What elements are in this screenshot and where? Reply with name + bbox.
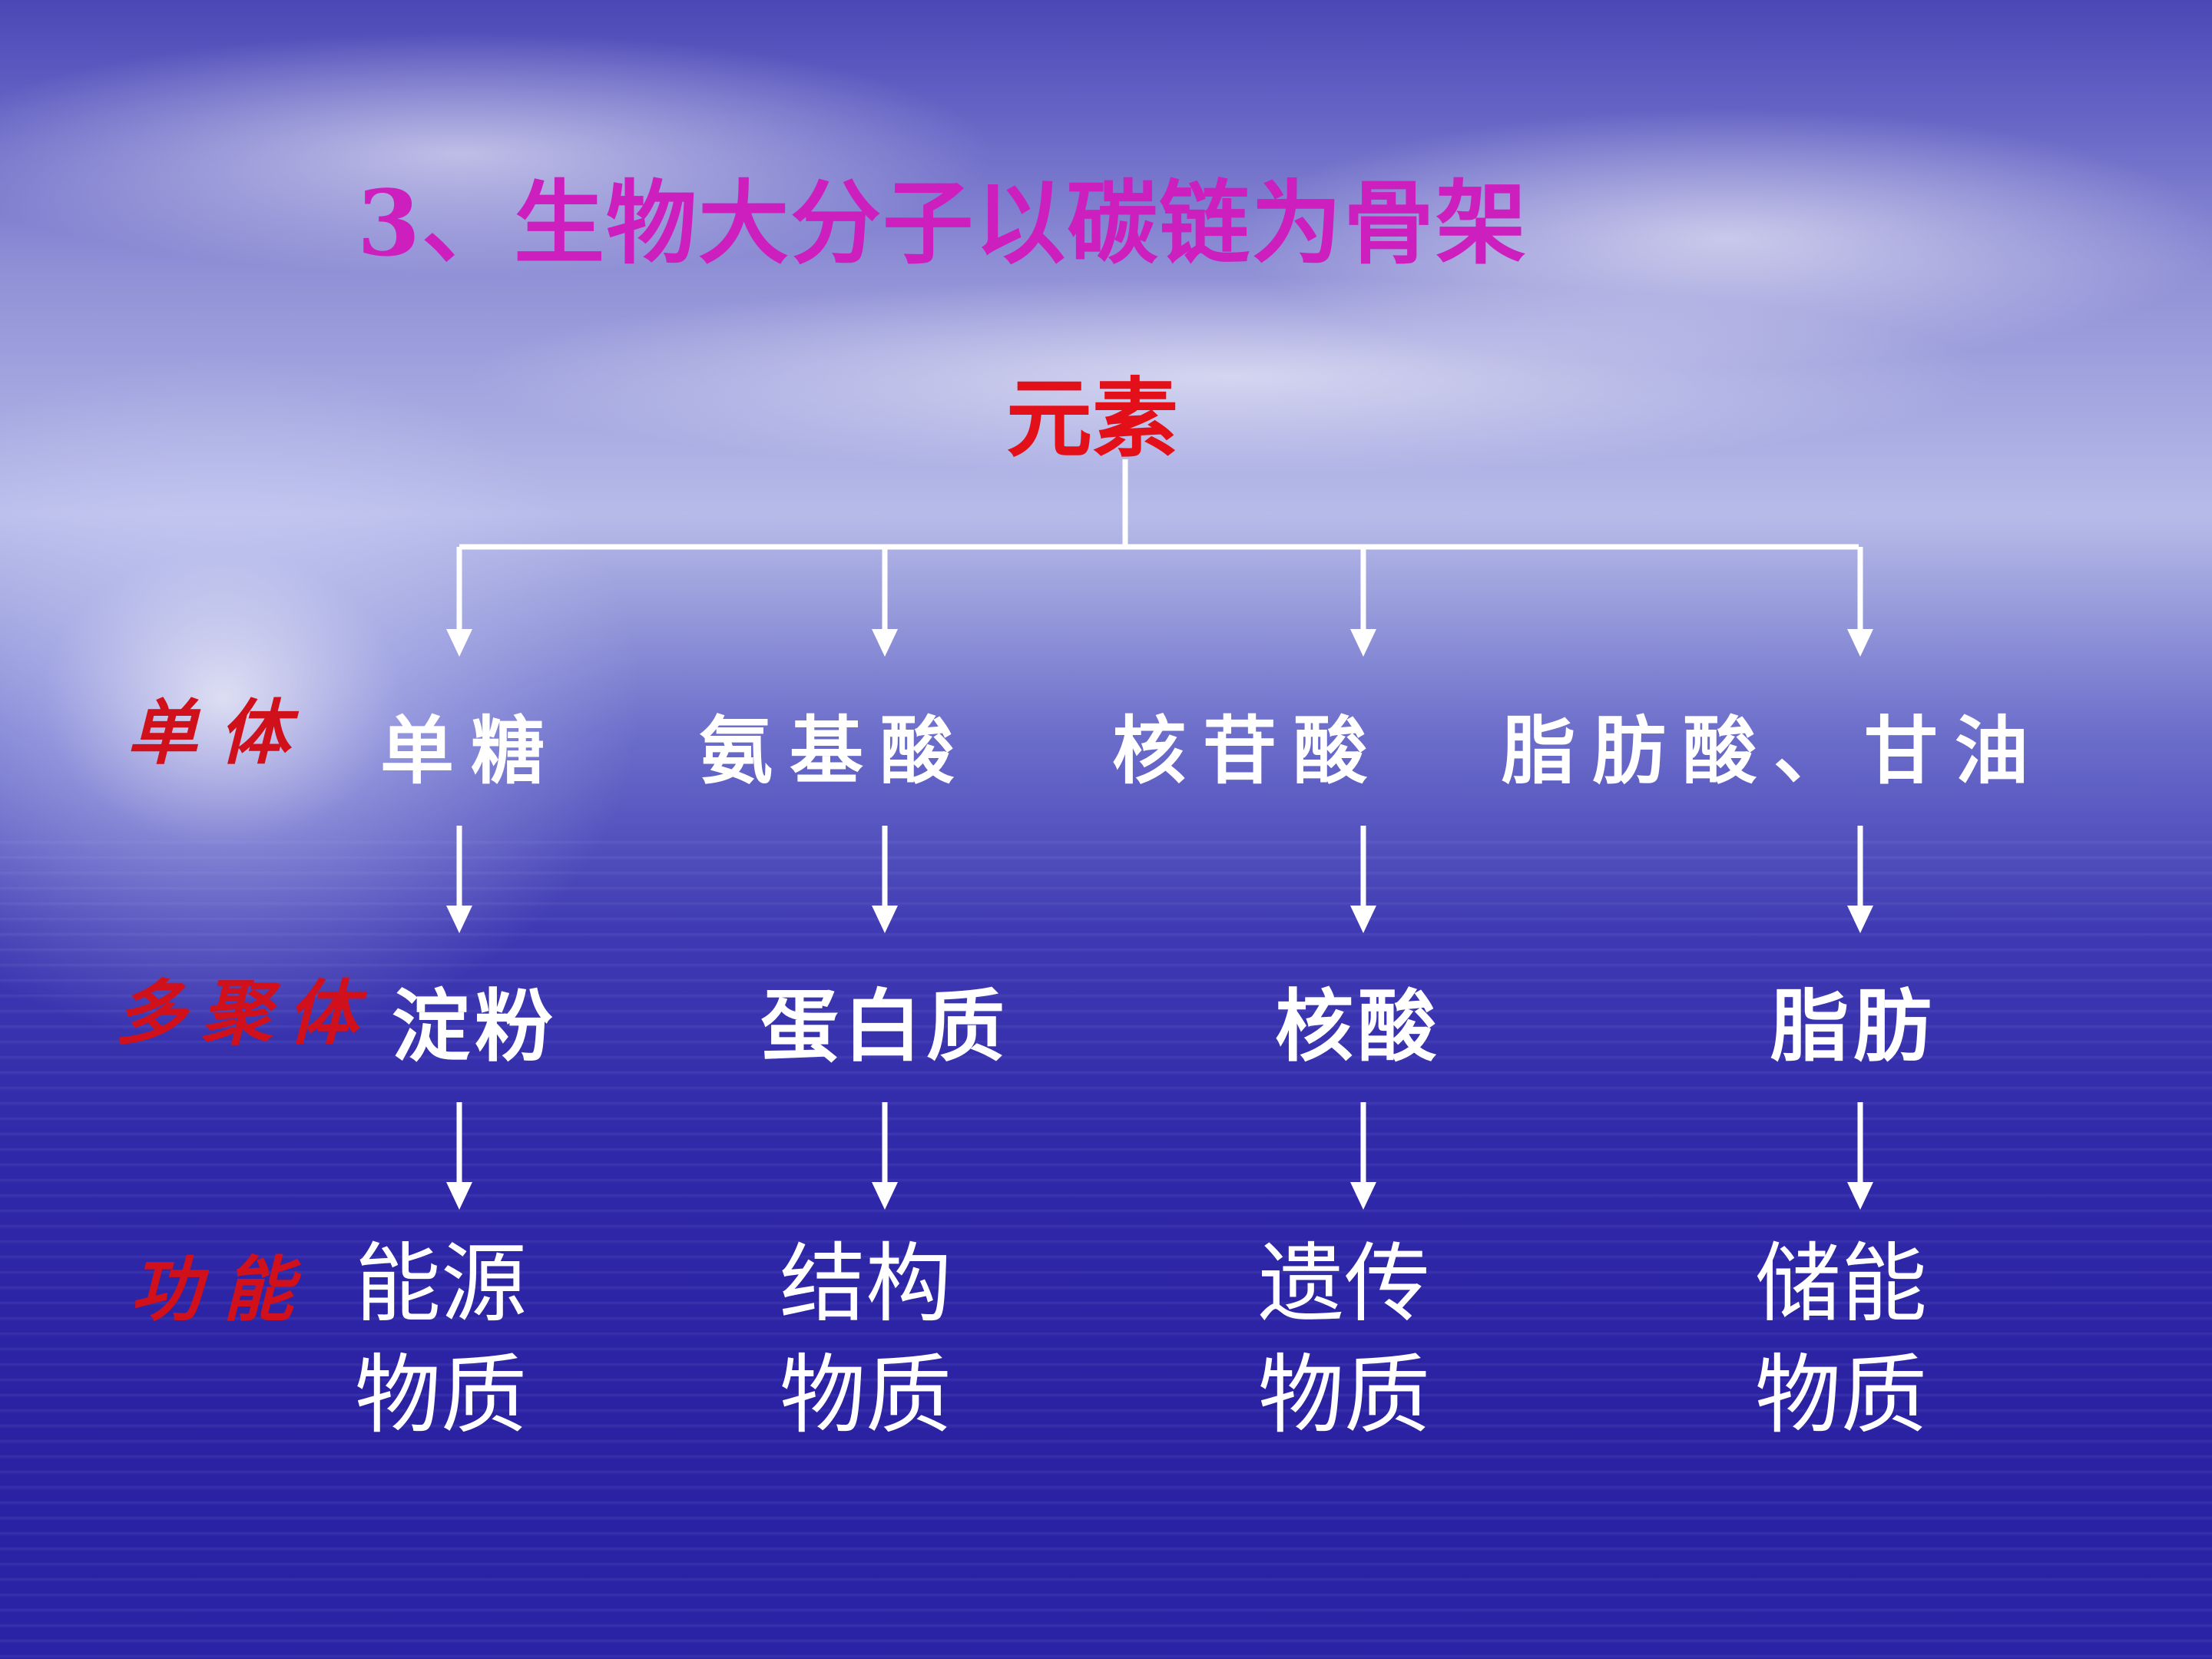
function-col-3-line2: 物质 (1258, 1346, 1430, 1445)
function-col-1-line1: 能源 (355, 1234, 527, 1334)
function-col-4: 储能 物质 (1755, 1229, 1927, 1452)
function-col-2-line1: 结构 (780, 1234, 952, 1334)
polymer-col-3: 核酸 (1275, 981, 1441, 1073)
arrows-group (446, 547, 1873, 1210)
arrow-head (1350, 1182, 1376, 1210)
tree-lines (459, 459, 1859, 550)
row-label-polymer: 多聚体 (115, 972, 374, 1055)
arrow-head (1350, 906, 1376, 933)
row-label-function: 功能 (131, 1248, 316, 1331)
polymer-col-1: 淀粉 (392, 981, 558, 1073)
cloud-decoration (461, 276, 1997, 476)
arrow-head (1350, 629, 1376, 657)
function-col-3-line1: 遗传 (1258, 1234, 1430, 1334)
monomer-col-2: 氨基酸 (699, 707, 971, 794)
arrow-head (446, 1182, 472, 1210)
function-col-2-line2: 物质 (780, 1346, 952, 1445)
arrow-head (872, 629, 898, 657)
polymer-col-4: 脂肪 (1770, 981, 1936, 1073)
arrow-head (872, 906, 898, 933)
cloud-decoration (0, 31, 998, 276)
slide-title: 3、生物大分子以碳链为骨架 (357, 170, 1528, 276)
function-col-1-line2: 物质 (355, 1346, 527, 1445)
arrow-head (1847, 1182, 1873, 1210)
arrow-head (446, 906, 472, 933)
arrow-head (446, 629, 472, 657)
arrow-head (1847, 906, 1873, 933)
function-col-3: 遗传 物质 (1258, 1229, 1430, 1452)
monomer-col-3: 核苷酸 (1112, 707, 1384, 794)
row-label-monomer: 单体 (127, 691, 312, 774)
arrow-head (872, 1182, 898, 1210)
arrow-head (1847, 629, 1873, 657)
polymer-col-2: 蛋白质 (760, 981, 1009, 1073)
function-col-4-line1: 储能 (1755, 1234, 1927, 1334)
root-node-elements: 元素 (1006, 369, 1178, 469)
monomer-col-1: 单糖 (380, 707, 561, 794)
sea-ripples (0, 830, 2212, 1659)
function-col-1: 能源 物质 (355, 1229, 527, 1452)
function-col-2: 结构 物质 (780, 1229, 952, 1452)
function-col-4-line2: 物质 (1755, 1346, 1927, 1445)
monomer-col-4: 脂肪酸、甘油 (1502, 707, 2045, 794)
